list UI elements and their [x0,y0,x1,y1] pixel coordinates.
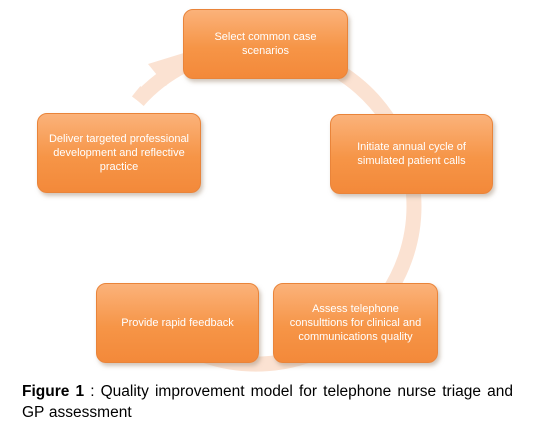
cycle-step-provide-feedback: Provide rapid feedback [96,283,259,363]
cycle-step-text: Assess telephone consulttions for clinic… [289,303,422,343]
figure-caption-text: : Quality improvement model for telephon… [22,383,513,421]
figure-caption: Figure 1 : Quality improvement model for… [22,381,513,423]
cycle-step-text: Select common case scenarios [214,31,317,57]
cycle-diagram: Select common case scenarios Initiate an… [37,9,493,372]
cycle-step-text: Deliver targeted professional developmen… [48,133,190,173]
cycle-arrowhead-icon [148,52,187,86]
cycle-step-text: Provide rapid feedback [121,317,234,329]
cycle-step-text: Initiate annual cycle of simulated patie… [357,141,466,167]
cycle-step-assess-consultations: Assess telephone consulttions for clinic… [273,283,438,363]
cycle-step-initiate-calls: Initiate annual cycle of simulated patie… [330,114,493,194]
cycle-step-deliver-development: Deliver targeted professional developmen… [37,113,201,193]
figure-caption-label: Figure 1 [22,383,85,400]
cycle-ring-arc-end [131,86,152,106]
cycle-step-select-scenarios: Select common case scenarios [183,9,348,79]
